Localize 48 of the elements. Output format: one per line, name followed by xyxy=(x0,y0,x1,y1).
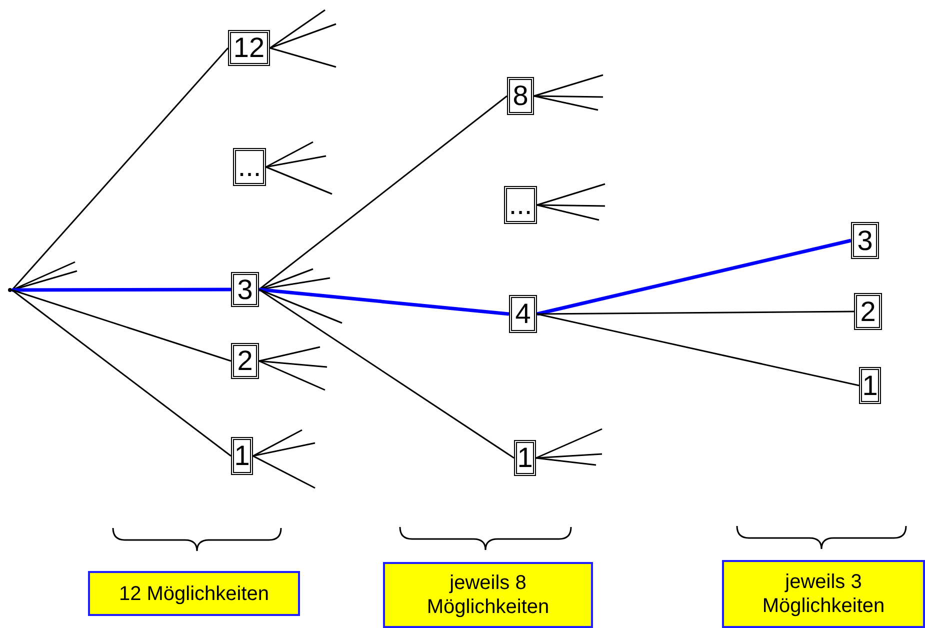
branch-line xyxy=(252,455,316,489)
branch-line xyxy=(252,442,316,457)
branch-line xyxy=(536,457,596,466)
branch-line xyxy=(258,360,328,368)
branch-line xyxy=(11,48,229,290)
branch-line xyxy=(12,288,231,292)
branch-line xyxy=(266,155,326,168)
branch-line xyxy=(534,95,604,98)
count-note-box: jeweils 8 Möglichkeiten xyxy=(383,562,593,628)
branch-line xyxy=(536,428,602,459)
branch-line xyxy=(258,288,510,316)
branch-line xyxy=(536,204,606,207)
outcome-box: ... xyxy=(504,186,537,224)
branch-line xyxy=(258,360,326,391)
branch-line xyxy=(266,141,314,168)
outcome-box: 3 xyxy=(851,222,879,259)
outcome-box: 1 xyxy=(859,367,881,404)
branch-line xyxy=(536,238,852,316)
outcome-box: 4 xyxy=(509,295,537,333)
branch-line xyxy=(270,23,336,49)
branch-line xyxy=(258,95,508,290)
outcome-box: ... xyxy=(233,148,266,186)
outcome-box: 8 xyxy=(507,77,534,115)
branch-line xyxy=(536,183,606,206)
branch-line xyxy=(12,289,232,457)
outcome-box: 2 xyxy=(231,343,259,379)
branch-line xyxy=(536,313,860,386)
branch-line xyxy=(258,288,514,459)
branch-line xyxy=(258,288,342,324)
outcome-box: 2 xyxy=(854,293,882,330)
branch-line xyxy=(12,289,232,362)
branch-point xyxy=(8,288,12,292)
branch-line xyxy=(537,310,854,315)
branch-line xyxy=(536,204,600,221)
branch-line xyxy=(266,166,332,195)
branch-line xyxy=(258,346,320,362)
outcome-box: 1 xyxy=(231,437,253,475)
branch-line xyxy=(270,47,336,68)
outcome-box: 12 xyxy=(228,30,270,66)
branch-line xyxy=(252,429,302,457)
branch-line xyxy=(534,95,598,111)
branch-line xyxy=(536,453,602,459)
branch-line xyxy=(270,9,326,49)
count-note-box: 12 Möglichkeiten xyxy=(88,571,300,616)
count-note-box: jeweils 3 Möglichkeiten xyxy=(722,560,925,628)
outcome-box: 3 xyxy=(231,272,259,307)
branch-line xyxy=(534,74,604,97)
outcome-box: 1 xyxy=(514,440,536,476)
